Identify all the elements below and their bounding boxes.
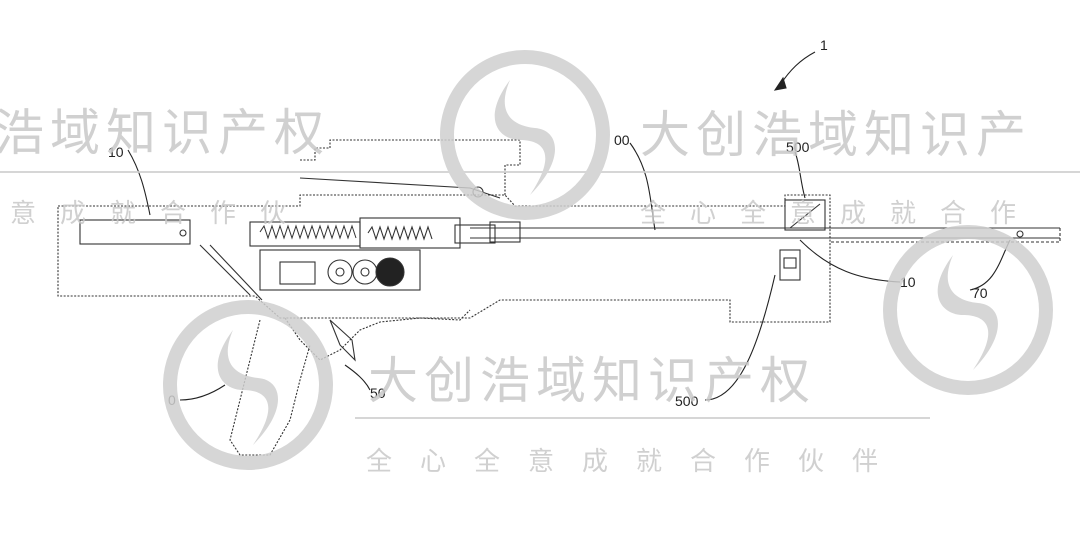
barrel-connector xyxy=(489,221,521,243)
leader-rear-block xyxy=(127,149,151,216)
gear-1-hub xyxy=(335,267,345,277)
piston-body xyxy=(359,217,461,249)
watermark-slogan-top-left: 意成就合作伙 xyxy=(10,199,310,229)
watermark-logo-bottom-left xyxy=(163,300,333,470)
trigger-guard xyxy=(284,309,471,361)
leader-front-guide xyxy=(799,239,901,283)
watermark-slogan-top-right: 全心全意成就合作 xyxy=(640,199,1040,229)
label-front-block: 500 xyxy=(786,139,810,155)
mechanism-box xyxy=(259,249,421,291)
label-assembly: 1 xyxy=(820,37,828,53)
leader-trigger xyxy=(344,364,371,391)
spring xyxy=(259,224,357,240)
trigger xyxy=(329,319,356,362)
label-muzzle: 70 xyxy=(972,285,988,301)
leader-front-block xyxy=(794,151,806,199)
watermark: 浩域知识产权 大创浩域知识产 意成就合作伙 全心全意成就合作 大创浩域知识产权 … xyxy=(0,50,1080,477)
front-guide-inner xyxy=(783,257,797,269)
leader-assembly xyxy=(779,51,816,86)
label-trigger-assembly: 50 xyxy=(370,385,386,401)
gear-2 xyxy=(352,259,378,285)
watermark-logo-top xyxy=(440,50,610,220)
label-lower-module: 500 xyxy=(675,393,699,409)
gear-2-hub xyxy=(360,267,370,277)
piston-head xyxy=(454,224,496,244)
leader-grip xyxy=(179,384,226,401)
front-guide xyxy=(779,249,801,281)
watermark-brand-bottom: 大创浩域知识产权 xyxy=(368,352,816,410)
watermark-brand-top-right: 大创浩域知识产 xyxy=(640,106,1032,164)
leader-lower-module xyxy=(704,274,776,401)
piston-spring xyxy=(367,225,433,241)
gear-3 xyxy=(375,257,405,287)
label-barrel: 00 xyxy=(614,132,630,148)
rear-linkage xyxy=(199,244,263,301)
label-rear-block: 10 xyxy=(108,144,124,160)
muzzle-pin xyxy=(1016,230,1024,238)
barrel-extension xyxy=(830,227,1061,243)
leader-barrel xyxy=(629,142,656,231)
rear-block-inner xyxy=(79,219,191,245)
gear-1 xyxy=(327,259,353,285)
rear-pin xyxy=(179,229,187,237)
top-rail xyxy=(300,139,521,195)
motor xyxy=(279,261,316,285)
leader-assembly-arrow xyxy=(773,76,787,91)
front-block xyxy=(784,199,826,231)
grip xyxy=(229,319,311,456)
watermark-brand-top: 浩域知识产权 xyxy=(0,104,330,162)
watermark-logo-right xyxy=(883,225,1053,395)
front-block-diagonal xyxy=(789,203,821,229)
watermark-slogan-bottom: 全心全意成就合作伙伴 xyxy=(366,447,906,477)
